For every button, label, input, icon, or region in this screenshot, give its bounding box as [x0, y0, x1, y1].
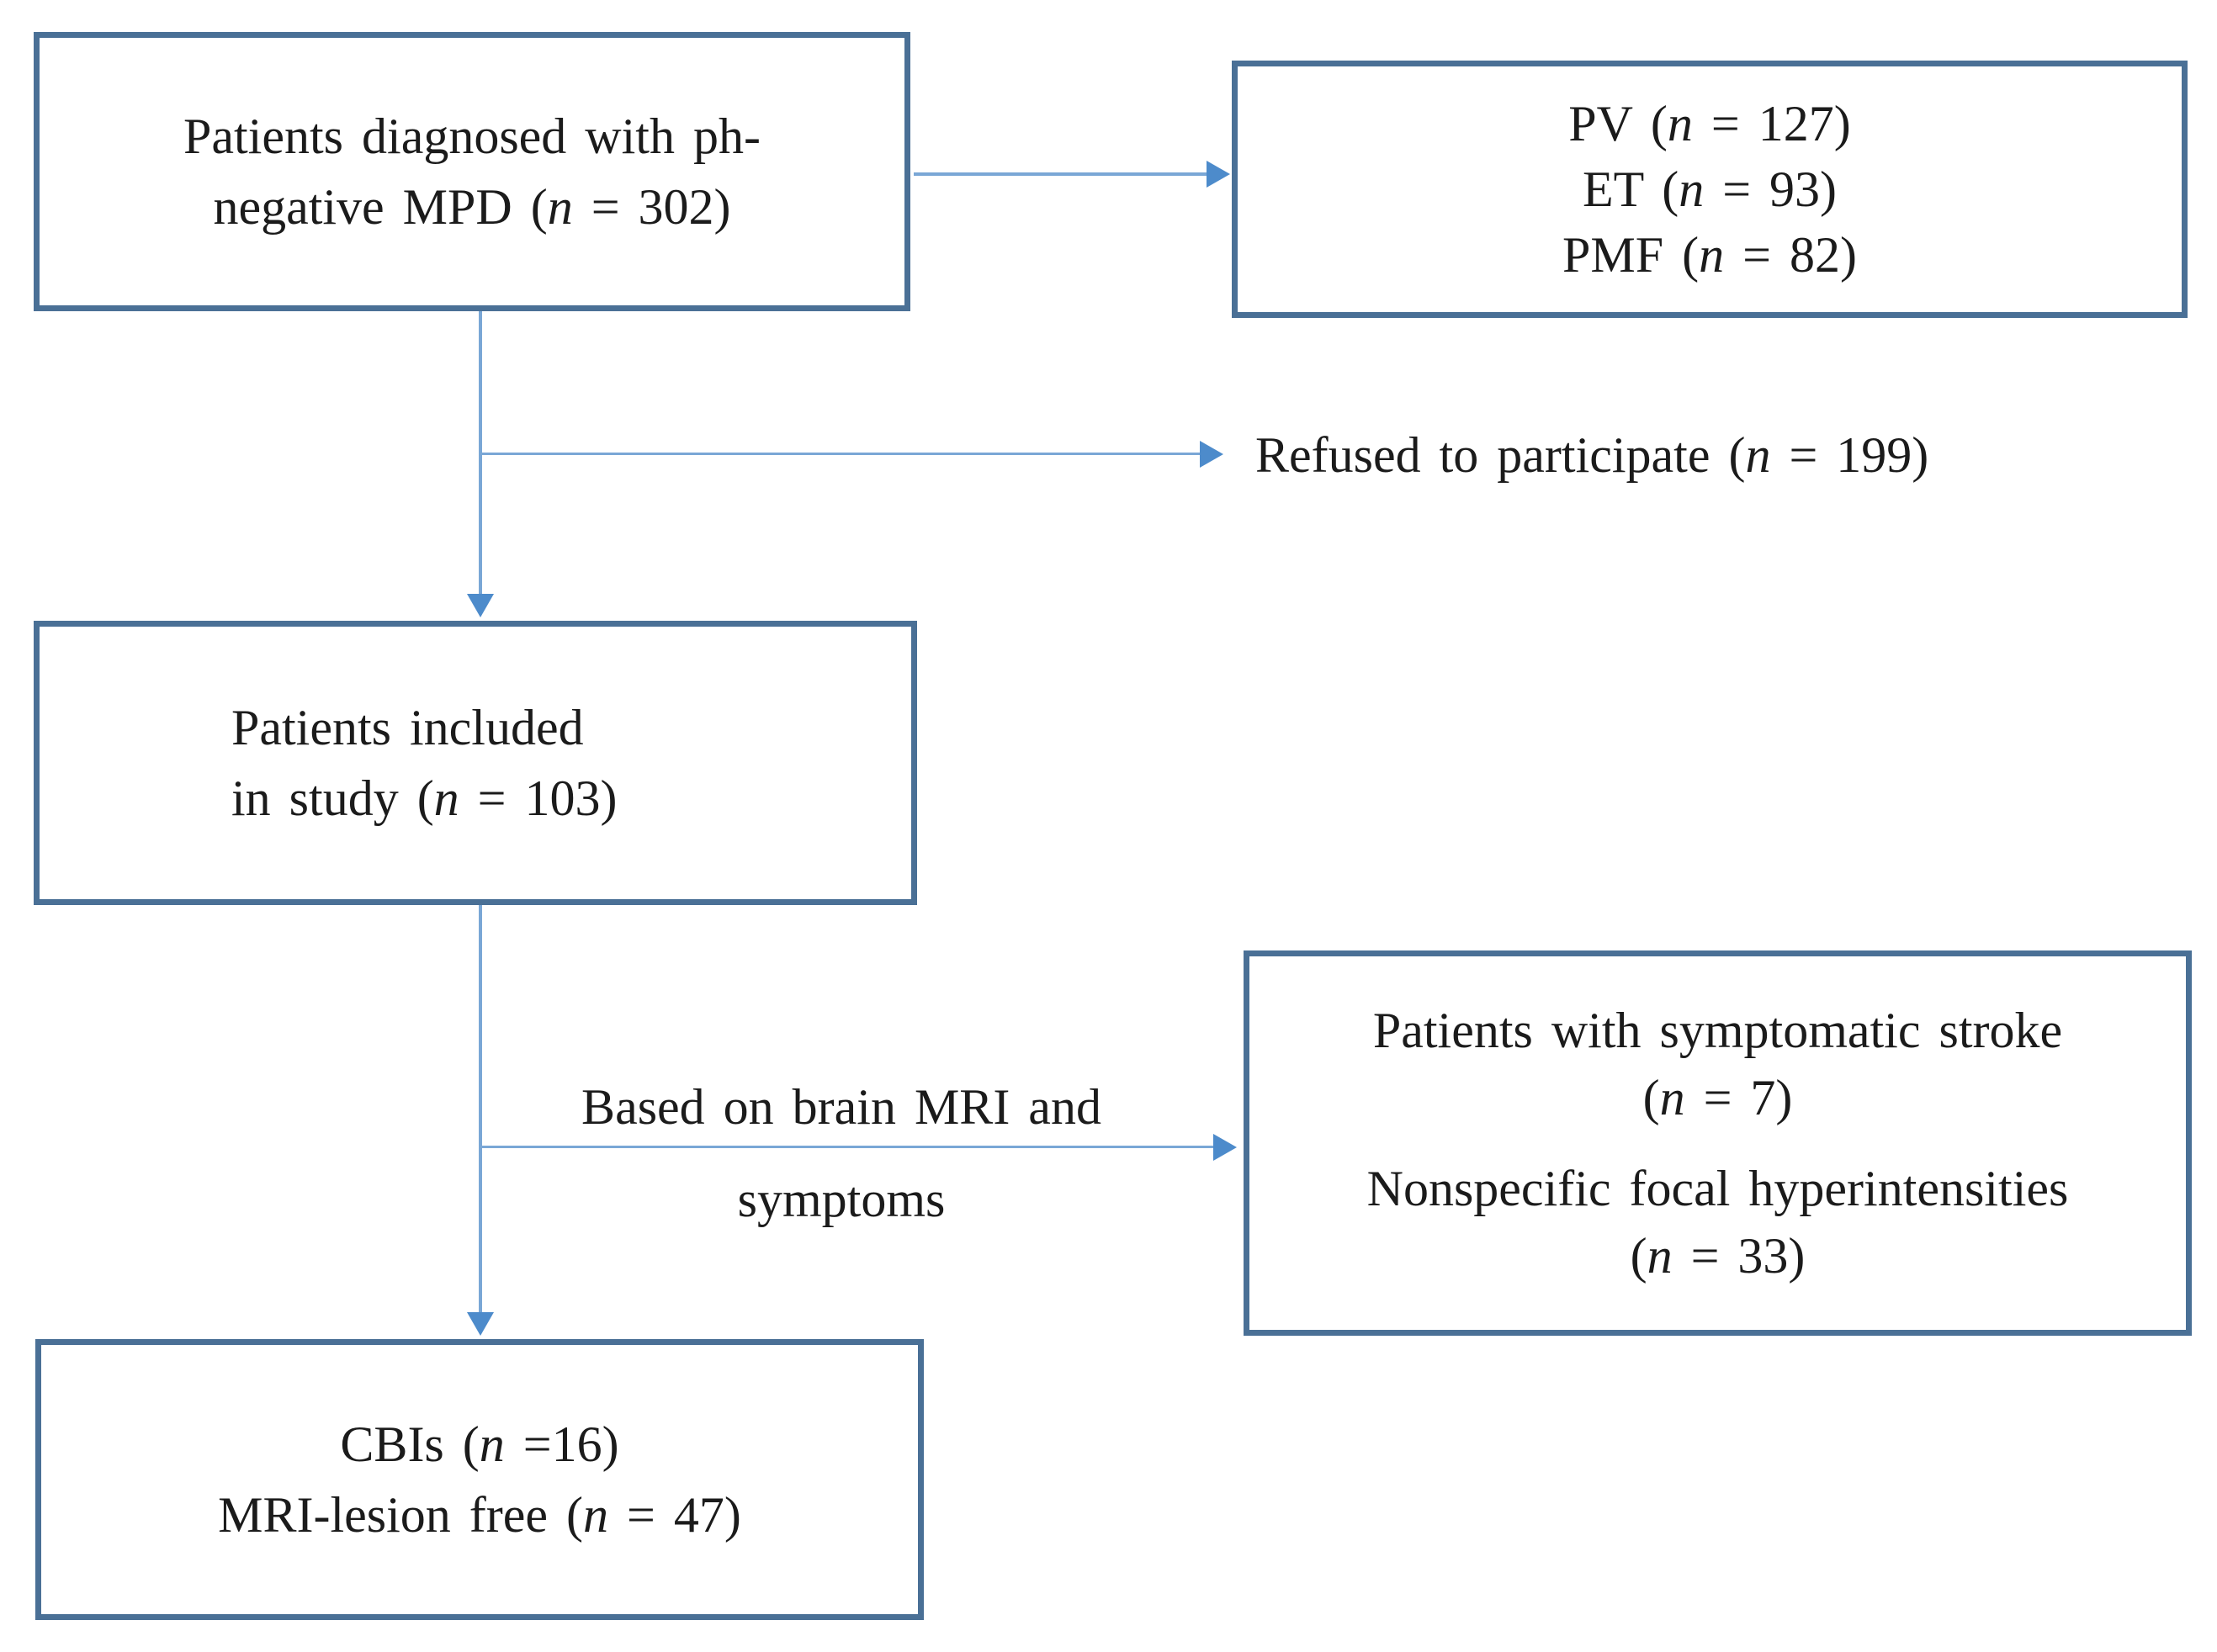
cbi-line2: MRI-lesion free (n = 47): [218, 1487, 741, 1543]
italic-n: n: [1679, 161, 1705, 217]
arrow-mri-line: [480, 1146, 1213, 1148]
italic-n: n: [479, 1416, 505, 1472]
mri-label-line1: Based on brain MRI and: [581, 1079, 1101, 1135]
connector-diagnosed-to-included-head-icon: [467, 594, 494, 617]
connector-included-to-cbi-line: [479, 905, 482, 1312]
arrow-diagnosed-to-subtypes-head-icon: [1207, 161, 1230, 188]
arrow-refused-head-icon: [1200, 441, 1223, 468]
italic-n: n: [1745, 427, 1771, 483]
box-patients-diagnosed-line2: negative MPD (n = 302): [213, 179, 731, 235]
box-patients-included-line1: Patients included: [231, 700, 584, 755]
hyperintensities-line1: Nonspecific focal hyperintensities: [1366, 1161, 2069, 1216]
subtype-pv: PV (n = 127): [1568, 96, 1851, 151]
italic-n: n: [1647, 1228, 1673, 1284]
stroke-line1: Patients with symptomatic stroke: [1372, 1003, 2063, 1058]
connector-included-to-cbi-head-icon: [467, 1312, 494, 1336]
box-patients-diagnosed-line1: Patients diagnosed with ph-: [183, 109, 761, 164]
box-patients-included: Patients included in study (n = 103): [34, 621, 917, 905]
subtype-et: ET (n = 93): [1582, 161, 1838, 217]
italic-n: n: [547, 179, 573, 235]
arrow-mri-head-icon: [1213, 1134, 1237, 1161]
italic-n: n: [433, 770, 459, 826]
mri-label-line2: symptoms: [737, 1172, 946, 1227]
italic-n: n: [1667, 96, 1693, 151]
box-mpd-subtypes: PV (n = 127) ET (n = 93) PMF (n = 82): [1232, 61, 2188, 318]
box-patients-included-line2: in study (n = 103): [231, 770, 618, 826]
refused-label: Refused to participate (n = 199): [1255, 427, 1929, 483]
cbi-line1: CBIs (n =16): [340, 1416, 619, 1472]
italic-n: n: [1659, 1070, 1685, 1125]
box-cbi-results: CBIs (n =16) MRI-lesion free (n = 47): [35, 1339, 924, 1620]
subtype-pmf: PMF (n = 82): [1562, 227, 1857, 283]
box-patients-diagnosed: Patients diagnosed with ph- negative MPD…: [34, 32, 910, 311]
italic-n: n: [1699, 227, 1725, 283]
hyperintensities-line2: (n = 33): [1630, 1228, 1806, 1284]
box-stroke-findings: Patients with symptomatic stroke (n = 7)…: [1244, 950, 2192, 1336]
italic-n: n: [583, 1487, 609, 1543]
stroke-line2: (n = 7): [1642, 1070, 1793, 1125]
arrow-diagnosed-to-subtypes-line: [914, 172, 1207, 176]
arrow-refused-line: [480, 453, 1200, 455]
